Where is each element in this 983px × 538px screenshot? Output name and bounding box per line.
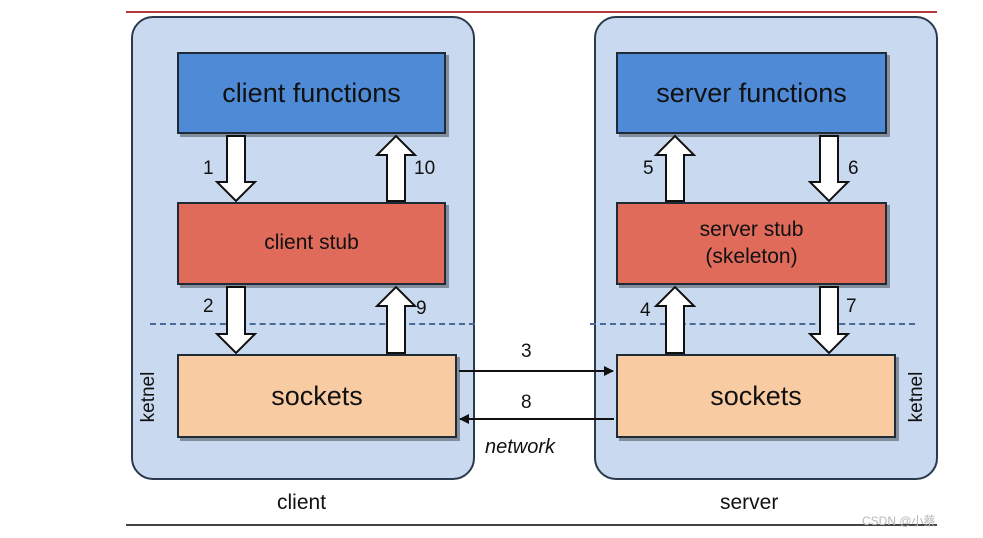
- arrow-step-7: [807, 286, 851, 355]
- arrow-step-4: [653, 285, 697, 354]
- step-label-6: 6: [848, 158, 859, 179]
- arrow-step-2: [214, 286, 258, 355]
- top-rule: [126, 11, 937, 13]
- step-label-2: 2: [203, 296, 214, 317]
- server-stub-label: server stub (skeleton): [699, 218, 804, 268]
- client-functions-label: client functions: [222, 77, 401, 108]
- client-kernel-boundary: [150, 323, 475, 325]
- client-caption: client: [277, 491, 327, 514]
- bottom-rule: [126, 524, 937, 526]
- server-stub-box: server stub (skeleton): [616, 202, 887, 285]
- client-stub-box: client stub: [177, 202, 446, 285]
- step-label-8: 8: [521, 392, 532, 413]
- server-sockets-box: sockets: [616, 354, 896, 438]
- client-functions-box: client functions: [177, 52, 446, 134]
- watermark-text: CSDN @小蔡: [862, 514, 936, 528]
- step-label-9: 9: [416, 298, 427, 319]
- arrow-step-10: [374, 134, 418, 202]
- server-functions-box: server functions: [616, 52, 887, 134]
- server-kernel-label: ketnel: [906, 371, 927, 423]
- client-sockets-label: sockets: [271, 380, 363, 411]
- step-label-1: 1: [203, 158, 214, 179]
- step-label-10: 10: [414, 158, 436, 179]
- arrow-step-9: [374, 285, 418, 354]
- server-caption: server: [720, 491, 779, 514]
- step-label-7: 7: [846, 296, 857, 317]
- arrow-step-1: [214, 135, 258, 203]
- step-label-4: 4: [640, 300, 651, 321]
- step-label-5: 5: [643, 158, 654, 179]
- arrow-step-5: [653, 134, 697, 202]
- step-label-3: 3: [521, 341, 532, 362]
- arrow-step-6: [807, 135, 851, 203]
- server-functions-label: server functions: [656, 77, 847, 108]
- server-kernel-boundary: [590, 323, 915, 325]
- server-sockets-label: sockets: [710, 380, 802, 411]
- client-sockets-box: sockets: [177, 354, 457, 438]
- client-kernel-label: ketnel: [138, 371, 159, 423]
- client-stub-label: client stub: [264, 231, 359, 255]
- network-label: network: [485, 436, 556, 458]
